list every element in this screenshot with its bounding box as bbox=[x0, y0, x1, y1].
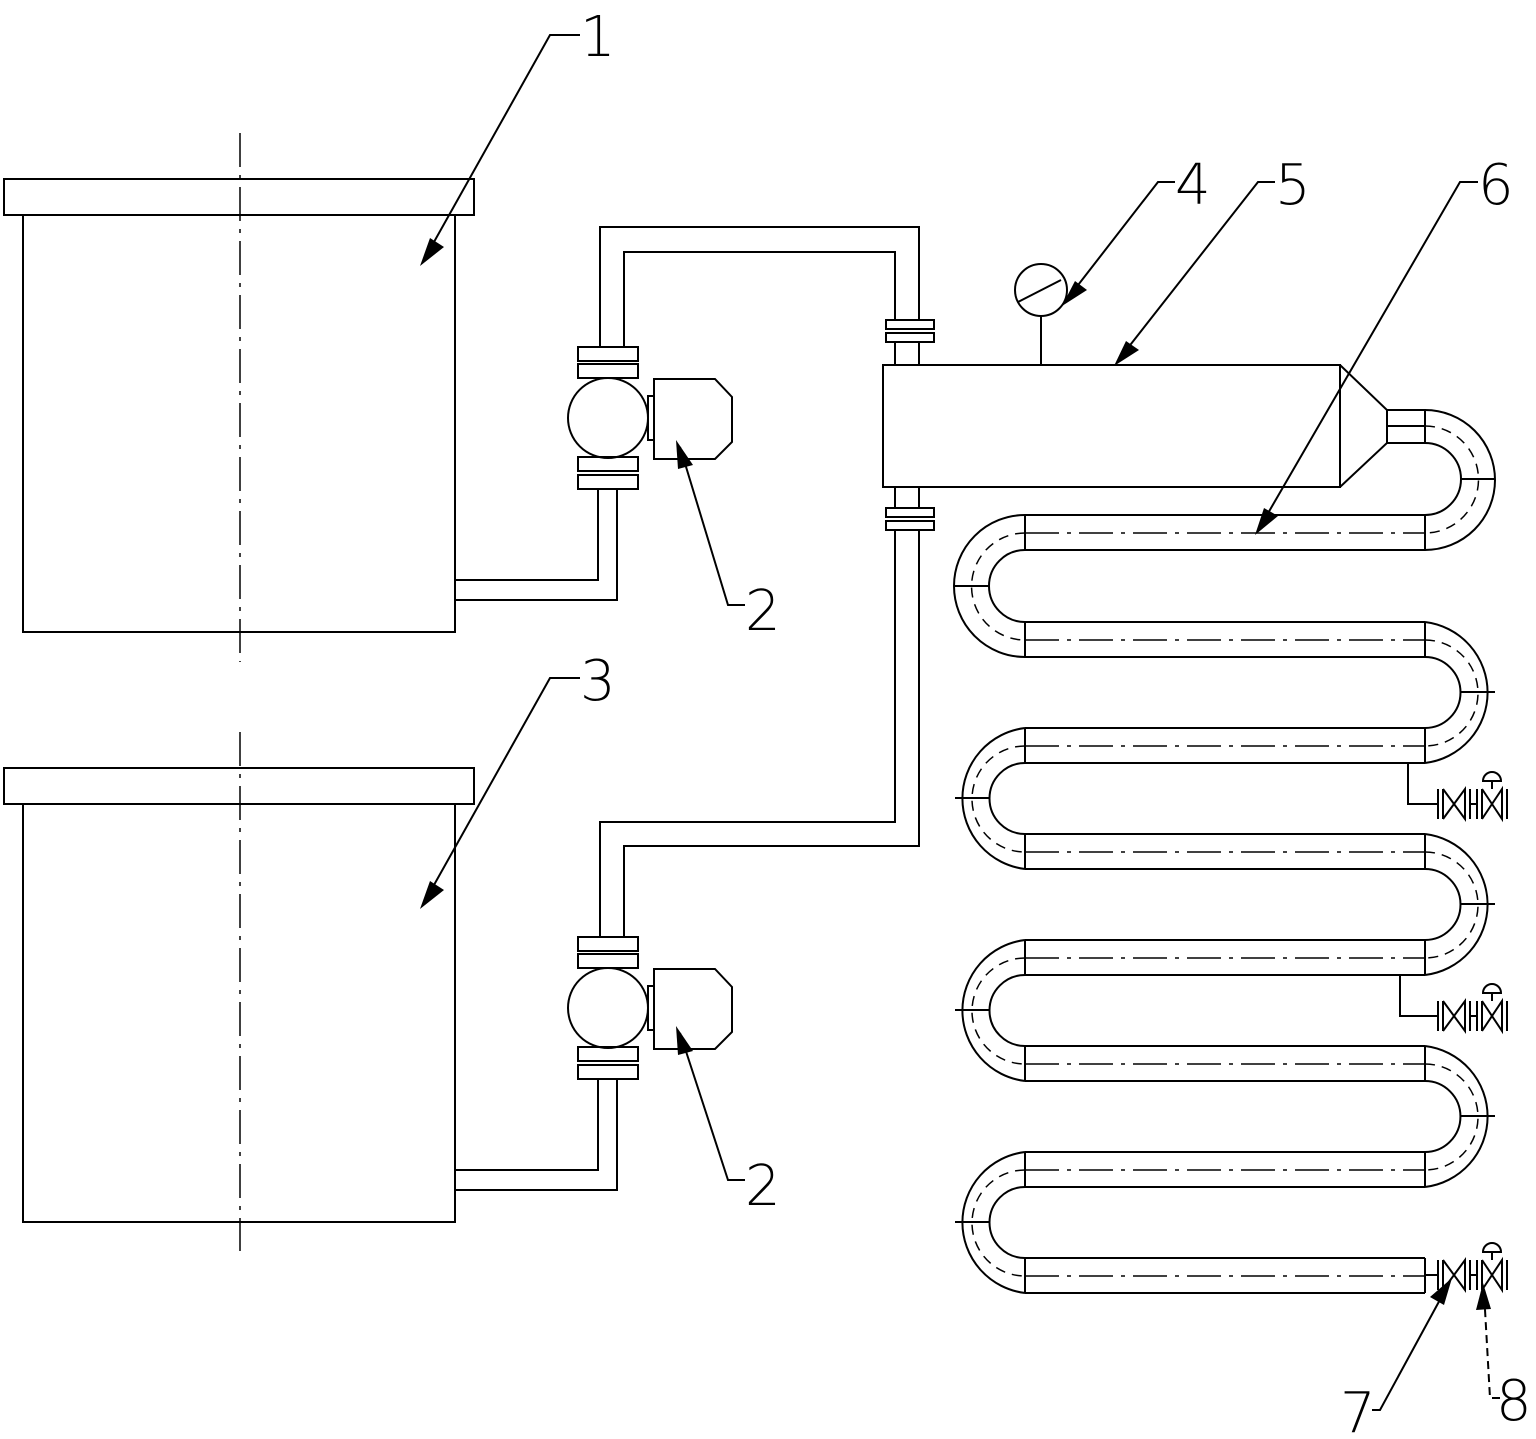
callout-labels: 1 3 2 2 4 5 6 7 8 bbox=[580, 5, 1532, 1439]
pump-upper bbox=[567, 346, 733, 490]
sample-valve-upper[interactable] bbox=[1407, 763, 1508, 820]
label-mixer: 5 bbox=[1275, 153, 1311, 218]
leader-lines bbox=[420, 34, 1500, 1411]
tank-upper bbox=[3, 133, 475, 662]
label-pump-lower: 2 bbox=[745, 1154, 781, 1219]
label-tank-lower: 3 bbox=[580, 649, 616, 714]
sample-valve-lower[interactable] bbox=[1399, 975, 1508, 1032]
label-valve-sample: 8 bbox=[1496, 1369, 1532, 1434]
flange-bottom bbox=[885, 487, 935, 531]
label-tank-upper: 1 bbox=[580, 5, 616, 70]
flange-top bbox=[885, 319, 935, 365]
label-pump-upper: 2 bbox=[745, 579, 781, 644]
tank-lower bbox=[3, 732, 475, 1251]
label-coil-pipe: 6 bbox=[1478, 153, 1514, 218]
pipe-lower bbox=[455, 530, 920, 1191]
coil-pipe bbox=[953, 409, 1496, 1294]
outlet-valves[interactable] bbox=[1425, 1242, 1508, 1291]
label-gauge: 4 bbox=[1175, 153, 1211, 218]
pressure-gauge bbox=[1014, 263, 1068, 365]
label-valve-outlet: 7 bbox=[1340, 1381, 1376, 1439]
pump-lower bbox=[567, 936, 733, 1080]
pipe-upper bbox=[455, 226, 920, 601]
